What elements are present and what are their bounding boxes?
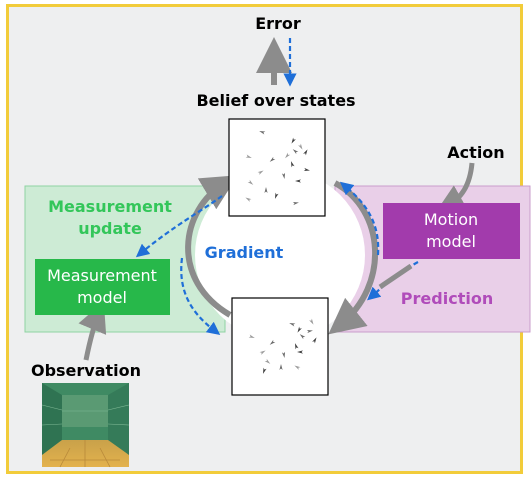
belief-particle (281, 172, 286, 179)
measurement-model-label-line2: model (77, 288, 127, 307)
belief-particle (309, 318, 314, 325)
belief-particle (299, 334, 306, 340)
measurement-update-label-line1: Measurement (48, 197, 172, 216)
belief-particles-top (245, 130, 310, 206)
motion-model-box (383, 203, 520, 259)
observation-label: Observation (31, 361, 141, 380)
belief-particle (312, 337, 317, 344)
belief-particle (290, 161, 295, 168)
belief-particle (274, 192, 279, 199)
gradient-label: Gradient (205, 243, 284, 262)
belief-particle (257, 170, 264, 175)
belief-particle (279, 364, 283, 370)
belief-particle (289, 322, 296, 327)
observation-arrow (78, 301, 107, 361)
belief-particles-bottom (248, 318, 317, 374)
belief-particle (303, 149, 308, 156)
gradient-arrow-right-up (339, 181, 380, 256)
action-label: Action (447, 143, 504, 162)
belief-particle (264, 358, 271, 364)
measurement-model-label-line1: Measurement (47, 266, 157, 285)
belief-particle (294, 365, 301, 370)
belief-particle (269, 339, 276, 345)
belief-particle (264, 187, 268, 193)
belief-particle (297, 326, 302, 333)
belief-particle (247, 179, 254, 185)
measurement-update-label-line2: update (78, 219, 142, 238)
belief-particle (295, 179, 301, 183)
belief-particle (291, 137, 296, 144)
motion-model-label-line1: Motion (424, 210, 478, 229)
belief-particle (248, 334, 255, 339)
belief-particle (297, 350, 303, 354)
measurement-model-box (35, 259, 170, 315)
belief-box-bottom (231, 297, 329, 396)
belief-particle (292, 149, 299, 155)
belief-particle (294, 343, 299, 350)
belief-particle (259, 350, 266, 355)
observation-image (41, 383, 130, 468)
belief-particle (245, 154, 252, 159)
belief-box-top (228, 118, 326, 217)
motion-to-prediction-arrow (378, 263, 413, 290)
motion-model-label-line2: model (426, 232, 476, 251)
gradient-arrow-left-up (135, 195, 223, 258)
belief-particle (245, 197, 252, 202)
measurement-arc-arrow (185, 175, 238, 318)
belief-particle (292, 201, 299, 206)
belief-particle (306, 329, 313, 334)
belief-particle (285, 152, 291, 159)
belief-label: Belief over states (196, 91, 355, 110)
belief-particle (303, 167, 310, 172)
belief-particle (259, 130, 266, 135)
gradient-arrow-left-down (180, 257, 221, 335)
belief-particle (298, 143, 303, 150)
error-label: Error (255, 14, 301, 33)
belief-particle (262, 367, 267, 374)
belief-particle (269, 156, 276, 162)
prediction-label: Prediction (401, 289, 493, 308)
belief-particle (281, 351, 286, 358)
